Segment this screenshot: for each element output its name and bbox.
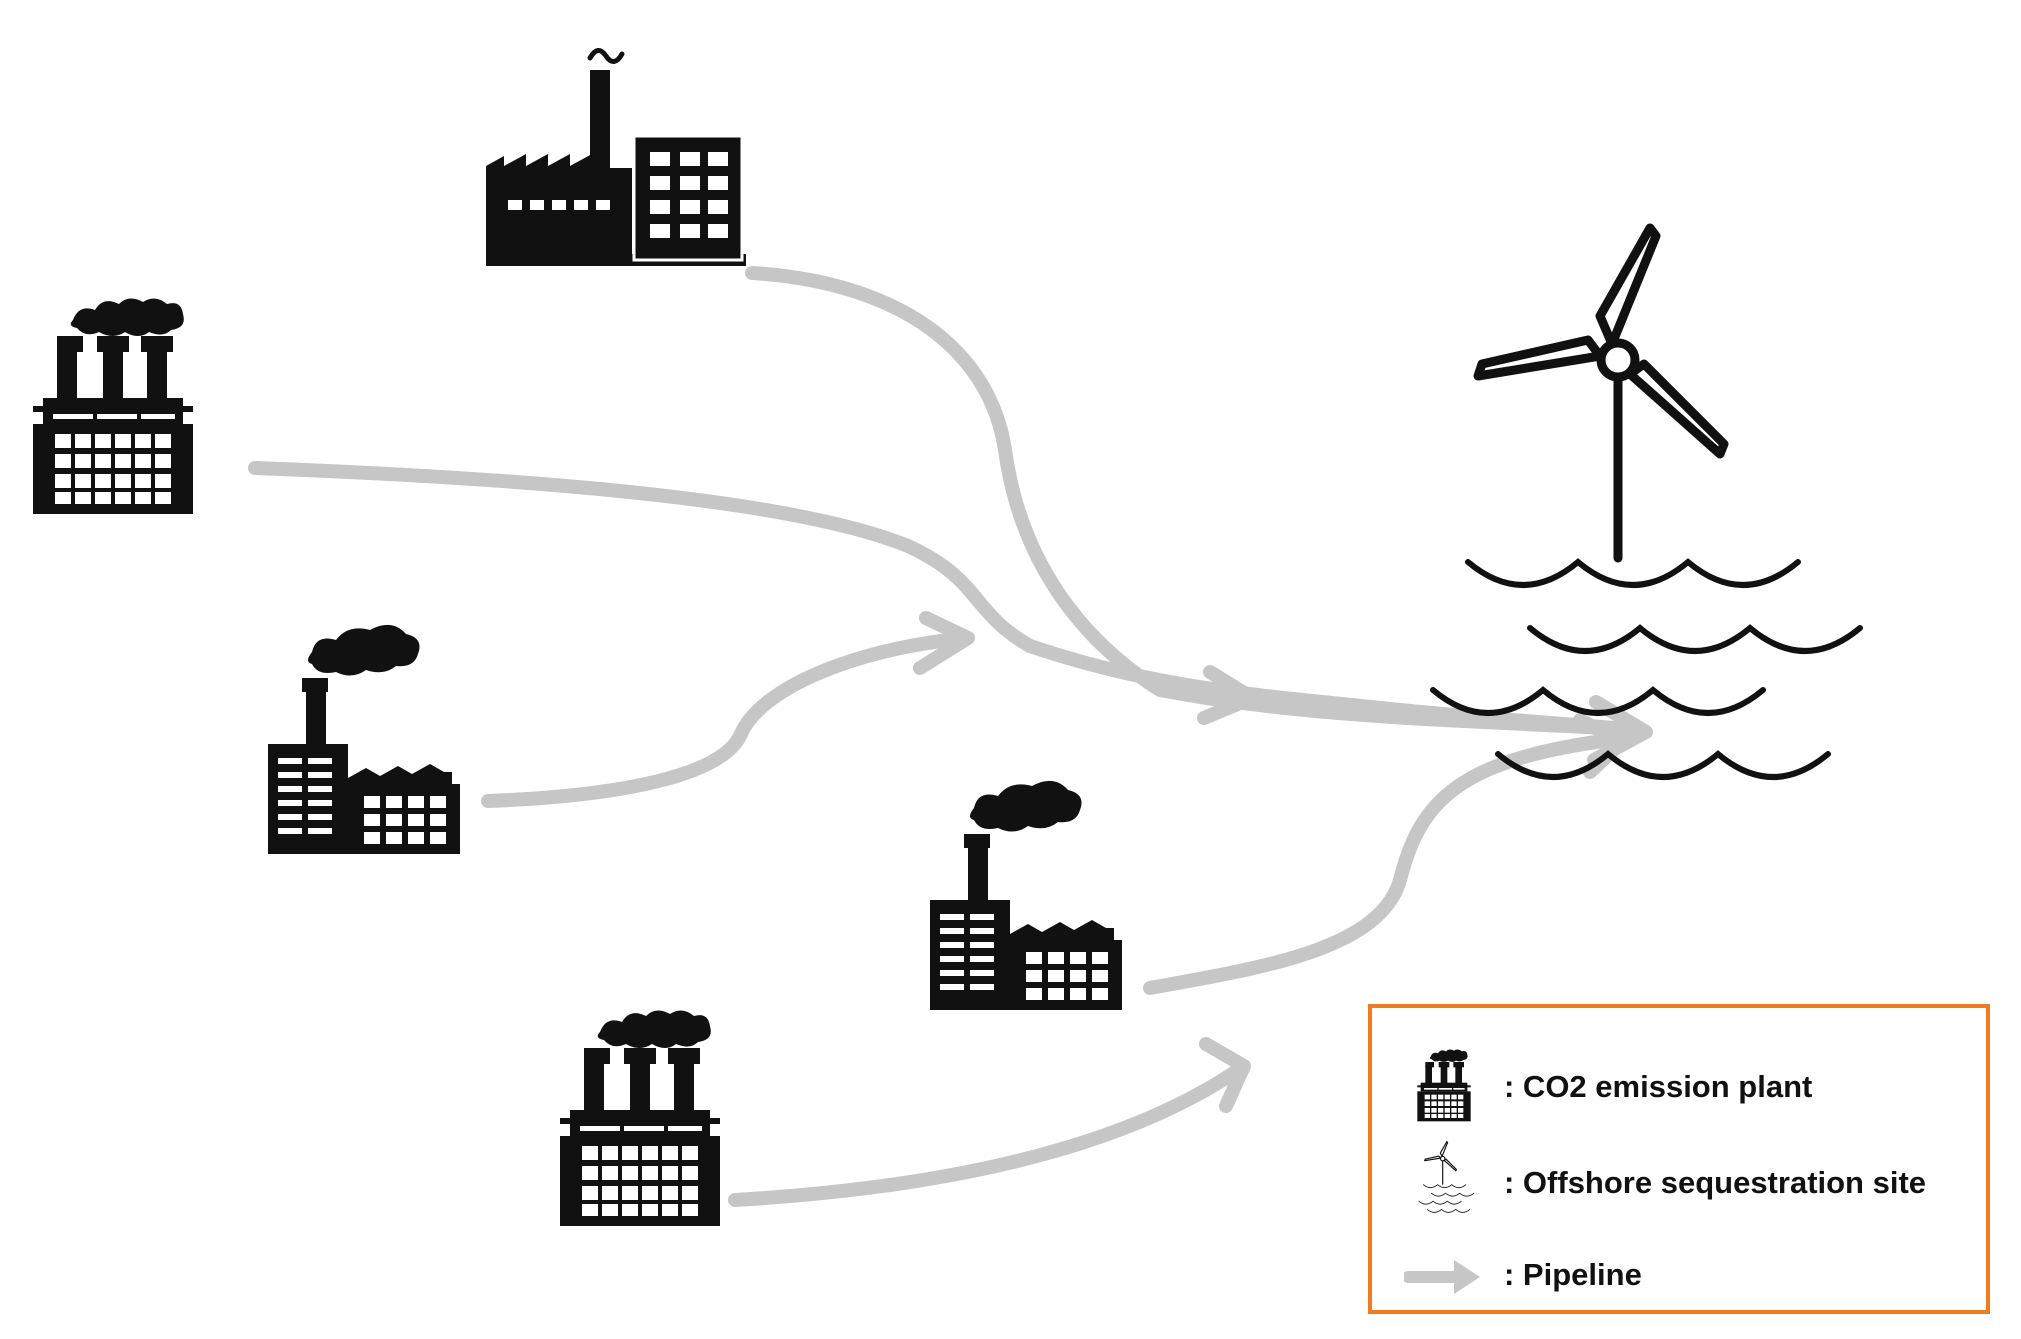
plant-3	[268, 624, 460, 854]
arrow-icon	[1404, 1260, 1480, 1294]
factory-icon	[33, 298, 193, 514]
pipeline-plant-2	[248, 461, 1037, 653]
pipeline-plant-1	[745, 266, 1647, 737]
wind-turbine-water-icon	[1433, 228, 1860, 777]
wind-turbine-water-icon	[1418, 1141, 1475, 1214]
factory-icon	[930, 780, 1122, 1010]
pipeline-main-trunk	[1023, 639, 1647, 737]
legend-label: : Offshore sequestration site	[1504, 1165, 1927, 1200]
plant-1	[486, 50, 746, 266]
legend-label: : Pipeline	[1504, 1257, 1642, 1292]
offshore-sequestration-site	[1433, 228, 1860, 777]
factory-icon	[486, 50, 746, 266]
factory-icon	[268, 624, 460, 854]
plant-4	[930, 780, 1122, 1010]
legend-label: : CO2 emission plant	[1504, 1069, 1813, 1104]
factory-icon	[560, 1010, 720, 1226]
legend: : CO2 emission plant : Offshore sequestr…	[1368, 1004, 1990, 1314]
arrowhead-plant-1	[1197, 665, 1259, 725]
factory-icon	[1417, 1049, 1471, 1122]
pipelines	[248, 266, 1647, 1207]
plant-5	[560, 1010, 720, 1226]
arrowhead-plant-5	[1199, 1037, 1251, 1113]
pipeline-plant-4	[1143, 733, 1617, 995]
arrowhead-plant-3	[913, 611, 975, 675]
plant-2	[33, 298, 193, 514]
pipeline-plant-5	[728, 1063, 1245, 1207]
pipeline-plant-3	[481, 633, 957, 808]
